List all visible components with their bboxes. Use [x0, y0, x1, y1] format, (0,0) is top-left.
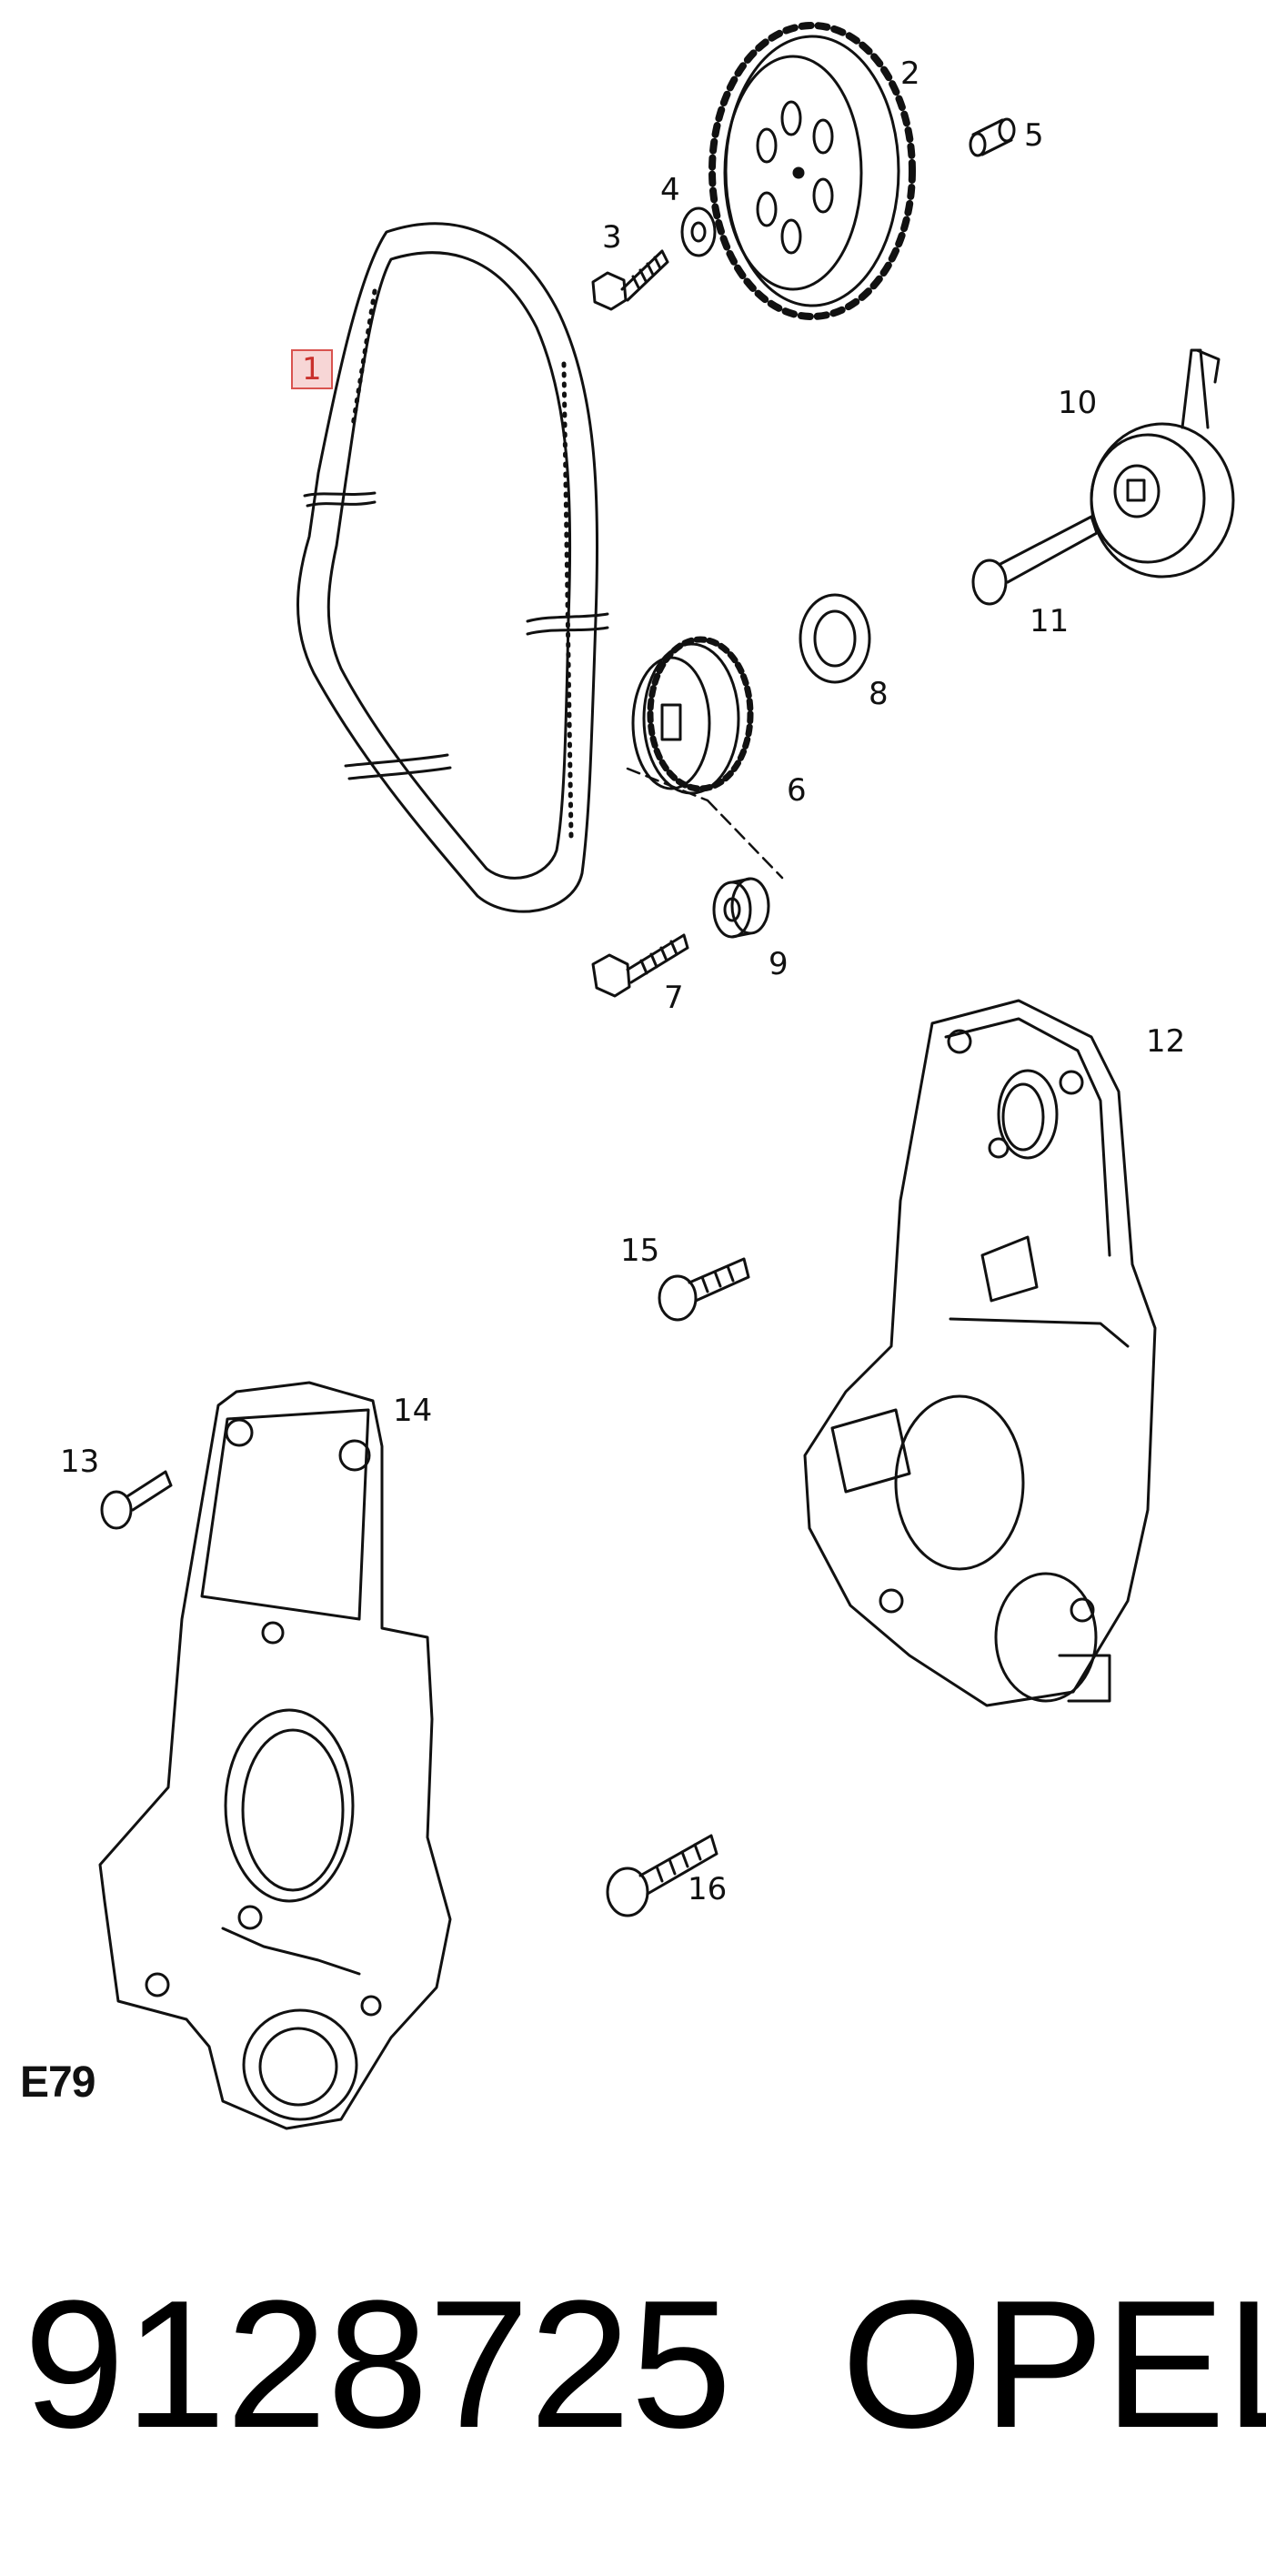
callout-2[interactable]: 2	[900, 55, 920, 92]
sprocket-bolt	[593, 251, 668, 309]
crankshaft-bolt	[593, 935, 688, 996]
part-number: 9128725	[24, 2263, 732, 2466]
callout-11[interactable]: 11	[1030, 603, 1070, 639]
cover-bolt-long	[608, 1836, 717, 1916]
spacer	[714, 879, 769, 937]
timing-belt	[298, 224, 608, 911]
brand-name: OPEL	[841, 2263, 1266, 2466]
front-belt-cover	[100, 1383, 450, 2128]
crankshaft-sprocket	[633, 639, 750, 793]
cover-bolt	[659, 1259, 749, 1320]
callout-3[interactable]: 3	[602, 219, 622, 256]
washer	[682, 208, 715, 256]
cover-screw	[102, 1472, 171, 1528]
callout-7[interactable]: 7	[664, 980, 684, 1016]
callout-16[interactable]: 16	[688, 1871, 728, 1907]
callout-9[interactable]: 9	[769, 946, 789, 982]
diagram-code: E79	[20, 2058, 95, 2107]
callout-10[interactable]: 10	[1058, 385, 1098, 421]
callout-8[interactable]: 8	[869, 676, 889, 712]
callout-14[interactable]: 14	[393, 1393, 433, 1429]
thrust-washer	[800, 595, 869, 682]
callout-6[interactable]: 6	[787, 772, 807, 809]
rear-belt-cover	[805, 1001, 1155, 1706]
tensioner-bolt	[973, 517, 1097, 604]
camshaft-sprocket	[712, 25, 912, 317]
callout-1[interactable]: 1	[291, 349, 333, 389]
callout-13[interactable]: 13	[60, 1444, 100, 1480]
callout-12[interactable]: 12	[1146, 1023, 1186, 1060]
tensioner-pulley	[1091, 350, 1233, 577]
callout-5[interactable]: 5	[1024, 117, 1044, 154]
callout-15[interactable]: 15	[620, 1233, 660, 1269]
leader-line	[628, 769, 782, 878]
callout-4[interactable]: 4	[660, 172, 680, 208]
dowel-pin	[970, 119, 1014, 156]
